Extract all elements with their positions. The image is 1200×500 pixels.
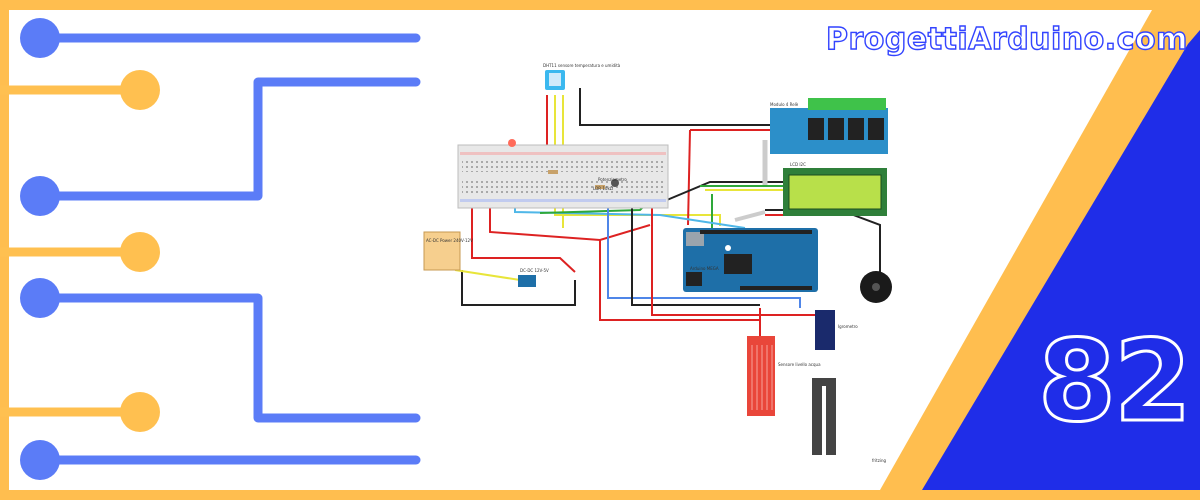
node-yellow-1	[120, 70, 160, 110]
arduino-header-top	[700, 230, 812, 234]
diagram-label-converter: DC-DC 12V-5V	[520, 268, 549, 273]
breadboard-rail-bottom	[460, 199, 666, 202]
wiring-diagram: DHT11 sensore temperatura e umidità Modu…	[423, 63, 892, 463]
wire-dht-black	[579, 88, 778, 126]
arduino-chip	[724, 254, 752, 274]
diagram-label-pot: Potenziometro	[598, 177, 627, 182]
frame-bottom	[0, 490, 1200, 500]
frame-top	[0, 0, 1200, 10]
trace-blue-2	[35, 77, 421, 201]
ac-dc-power-supply	[423, 231, 461, 271]
water-sensor-traces	[751, 345, 773, 410]
node-yellow-3	[120, 392, 160, 432]
soil-sensor-module	[815, 310, 835, 350]
wire-psu-black	[461, 270, 576, 306]
wire-red-down	[687, 129, 691, 226]
potentiometer	[611, 179, 619, 187]
diagram-label-lcd: LCD I2C	[790, 162, 806, 167]
node-blue-4	[20, 440, 60, 480]
diagram-label-relay: Modulo 4 Relè	[770, 102, 799, 107]
node-blue-2	[20, 176, 60, 216]
wire-red-water	[599, 240, 760, 321]
site-logo-text: ProgettiArduino.com	[825, 21, 1188, 57]
diagram-label-board: Arduino MEGA	[690, 266, 719, 271]
diagram-credit: fritzing	[872, 458, 886, 463]
node-blue-3	[20, 278, 60, 318]
wire-grey-lcd	[734, 210, 766, 222]
arduino-logo	[725, 245, 731, 251]
soil-probe	[812, 378, 836, 455]
water-level-sensor	[747, 336, 775, 416]
diagonal-blue-panel	[922, 30, 1200, 490]
dc-dc-converter	[518, 275, 536, 287]
diagram-label-dht: DHT11 sensore temperatura e umidità	[543, 63, 621, 68]
wire-black-sensor	[631, 195, 760, 306]
arduino-header-bottom	[740, 286, 812, 290]
lcd-screen	[788, 174, 882, 210]
node-yellow-2	[120, 232, 160, 272]
circuit-traces	[0, 18, 421, 480]
trace-blue-3	[35, 293, 421, 423]
node-blue-1	[20, 18, 60, 58]
diagram-label-psu: AC-DC Power 240V-12V	[426, 238, 473, 243]
resistor-2	[595, 185, 605, 189]
arduino-power-jack	[686, 272, 702, 286]
arduino-usb-port	[686, 232, 704, 246]
breadboard	[457, 144, 669, 209]
wire-psu-red	[471, 205, 576, 273]
relay-terminals	[808, 98, 886, 110]
diagram-label-soil: Igrometro	[838, 324, 858, 329]
led-red	[508, 139, 516, 147]
wire-breadboard-red	[489, 205, 651, 242]
breadboard-rail-top	[460, 152, 666, 155]
diagram-label-ldr: LDR 10kΩ	[593, 186, 613, 191]
diagram-label-water: Sensore livello acqua	[778, 362, 821, 367]
episode-number: 82	[1037, 317, 1194, 447]
relay-blocks	[808, 118, 884, 140]
resistor-1	[548, 170, 558, 174]
dht11-grill	[549, 73, 561, 86]
wire-lcd-black	[654, 181, 785, 206]
wire-blue-sensor	[607, 195, 801, 308]
wire-psu-yellow	[454, 269, 521, 281]
buzzer-center	[872, 283, 880, 291]
